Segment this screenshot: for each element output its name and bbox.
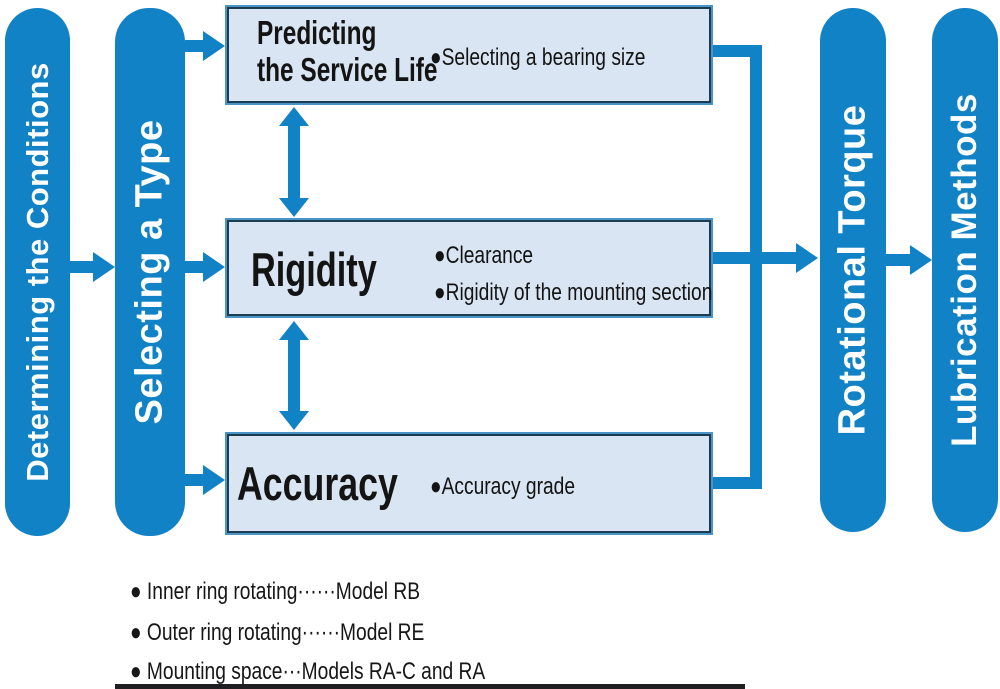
double-arrow-top-up-head [279, 107, 309, 126]
bracket-top-segment [713, 45, 762, 57]
double-arrow-bottom-down-head [279, 411, 309, 430]
box-rigidity: Rigidity ●Clearance ●Rigidity of the mou… [225, 218, 713, 318]
pill-selecting-a-type: Selecting a Type [115, 8, 185, 536]
note-outer-ring-rotating: ● Outer ring rotating······Model RE [130, 619, 425, 646]
pill-label-selecting-a-type: Selecting a Type [128, 119, 171, 425]
bracket-bottom-segment [713, 477, 762, 489]
arrow-type-to-accuracy-shaft [185, 474, 205, 486]
box-bullets-accuracy: ●Accuracy grade [430, 468, 575, 505]
double-arrow-bottom-shaft [288, 337, 300, 414]
box-title-accuracy: Accuracy [237, 457, 398, 510]
arrow-to-rotational-torque-shaft [713, 252, 798, 264]
note-inner-ring-rotating: ● Inner ring rotating······Model RB [130, 578, 421, 605]
box-predicting-service-life: Predicting the Service Life ●Selecting a… [225, 5, 713, 105]
bullet-selecting-bearing-size: ●Selecting a bearing size [430, 44, 646, 71]
double-arrow-top-down-head [279, 198, 309, 217]
bullet-accuracy-grade: ●Accuracy grade [430, 473, 575, 500]
arrow-to-lubrication-head [910, 245, 932, 275]
pill-label-lubrication-methods: Lubrication Methods [945, 93, 984, 447]
note-mounting-space: ● Mounting space···Models RA-C and RA [130, 658, 486, 685]
arrow-type-to-service-life-shaft [185, 40, 205, 52]
box-title-line1: Predicting [257, 14, 377, 51]
arrow-type-to-service-life-head [203, 31, 225, 61]
pill-label-determining-conditions: Determining the Conditions [19, 62, 55, 482]
arrow-type-to-rigidity-shaft [185, 261, 205, 273]
arrow-to-rotational-torque-head [796, 243, 818, 273]
arrow-conditions-to-type-shaft [70, 261, 95, 273]
bracket-vertical-segment [750, 45, 762, 489]
double-arrow-bottom-up-head [279, 321, 309, 340]
box-accuracy: Accuracy ●Accuracy grade [225, 432, 713, 535]
box-bullets-predicting-service-life: ●Selecting a bearing size [430, 39, 645, 76]
arrow-type-to-accuracy-head [203, 465, 225, 495]
pill-label-rotational-torque: Rotational Torque [831, 104, 874, 436]
bullet-clearance: ●Clearance [434, 242, 534, 269]
arrow-to-lubrication-shaft [886, 254, 912, 266]
box-title-predicting-service-life: Predicting the Service Life [257, 14, 438, 89]
pill-determining-conditions: Determining the Conditions [5, 8, 70, 536]
double-arrow-top-shaft [288, 123, 300, 201]
arrow-conditions-to-type-head [93, 252, 115, 282]
box-bullets-rigidity: ●Clearance ●Rigidity of the mounting sec… [434, 237, 712, 311]
pill-lubrication-methods: Lubrication Methods [932, 8, 998, 532]
pill-rotational-torque: Rotational Torque [820, 8, 886, 532]
bullet-rigidity-mounting-section: ●Rigidity of the mounting section [434, 279, 713, 307]
arrow-type-to-rigidity-head [203, 252, 225, 282]
box-title-line2: the Service Life [257, 50, 438, 88]
bottom-divider-bar [115, 684, 745, 689]
box-title-rigidity: Rigidity [251, 243, 377, 296]
